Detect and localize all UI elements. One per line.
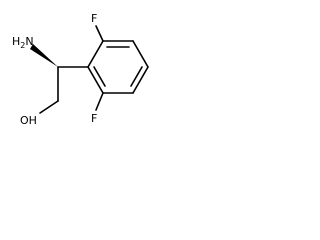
bond-ring-fluorine-bottom	[95, 92, 104, 111]
fluorine-top-label: F	[91, 12, 97, 25]
amine-label: H2N	[12, 35, 34, 50]
bond-ch2-oh	[39, 100, 59, 114]
hydroxyl-label: OH	[20, 114, 37, 127]
benzene-ring	[87, 40, 149, 94]
chemical-structure-diagram: H2N OH F F	[12, 12, 149, 127]
fluorine-bottom-label: F	[91, 112, 97, 125]
wedge-bond-amine	[30, 44, 58, 67]
bond-ring-fluorine-top	[95, 25, 104, 42]
